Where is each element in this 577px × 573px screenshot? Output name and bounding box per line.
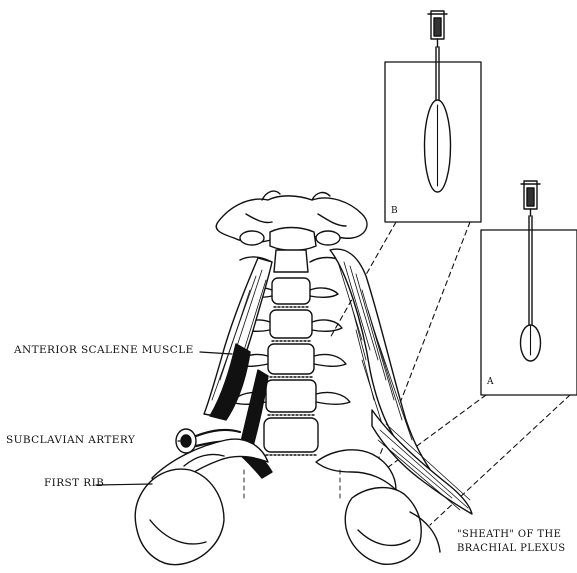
inset-panel-a xyxy=(481,181,577,395)
clavicle-right xyxy=(345,488,440,565)
panel-b-letter: B xyxy=(391,206,398,216)
label-first-rib: FIRST RIB xyxy=(44,477,104,489)
label-anterior-scalene-muscle: ANTERIOR SCALENE MUSCLE xyxy=(14,344,194,356)
label-sheath-line2: BRACHIAL PLEXUS xyxy=(457,543,566,555)
clavicle-left xyxy=(135,454,224,564)
label-subclavian-artery: SUBCLAVIAN ARTERY xyxy=(6,434,135,446)
leader-lines xyxy=(96,352,232,485)
panel-a-letter: A xyxy=(487,377,494,387)
label-sheath-line1: "SHEATH" OF THE xyxy=(457,529,561,541)
inset-panel-b xyxy=(385,11,481,222)
